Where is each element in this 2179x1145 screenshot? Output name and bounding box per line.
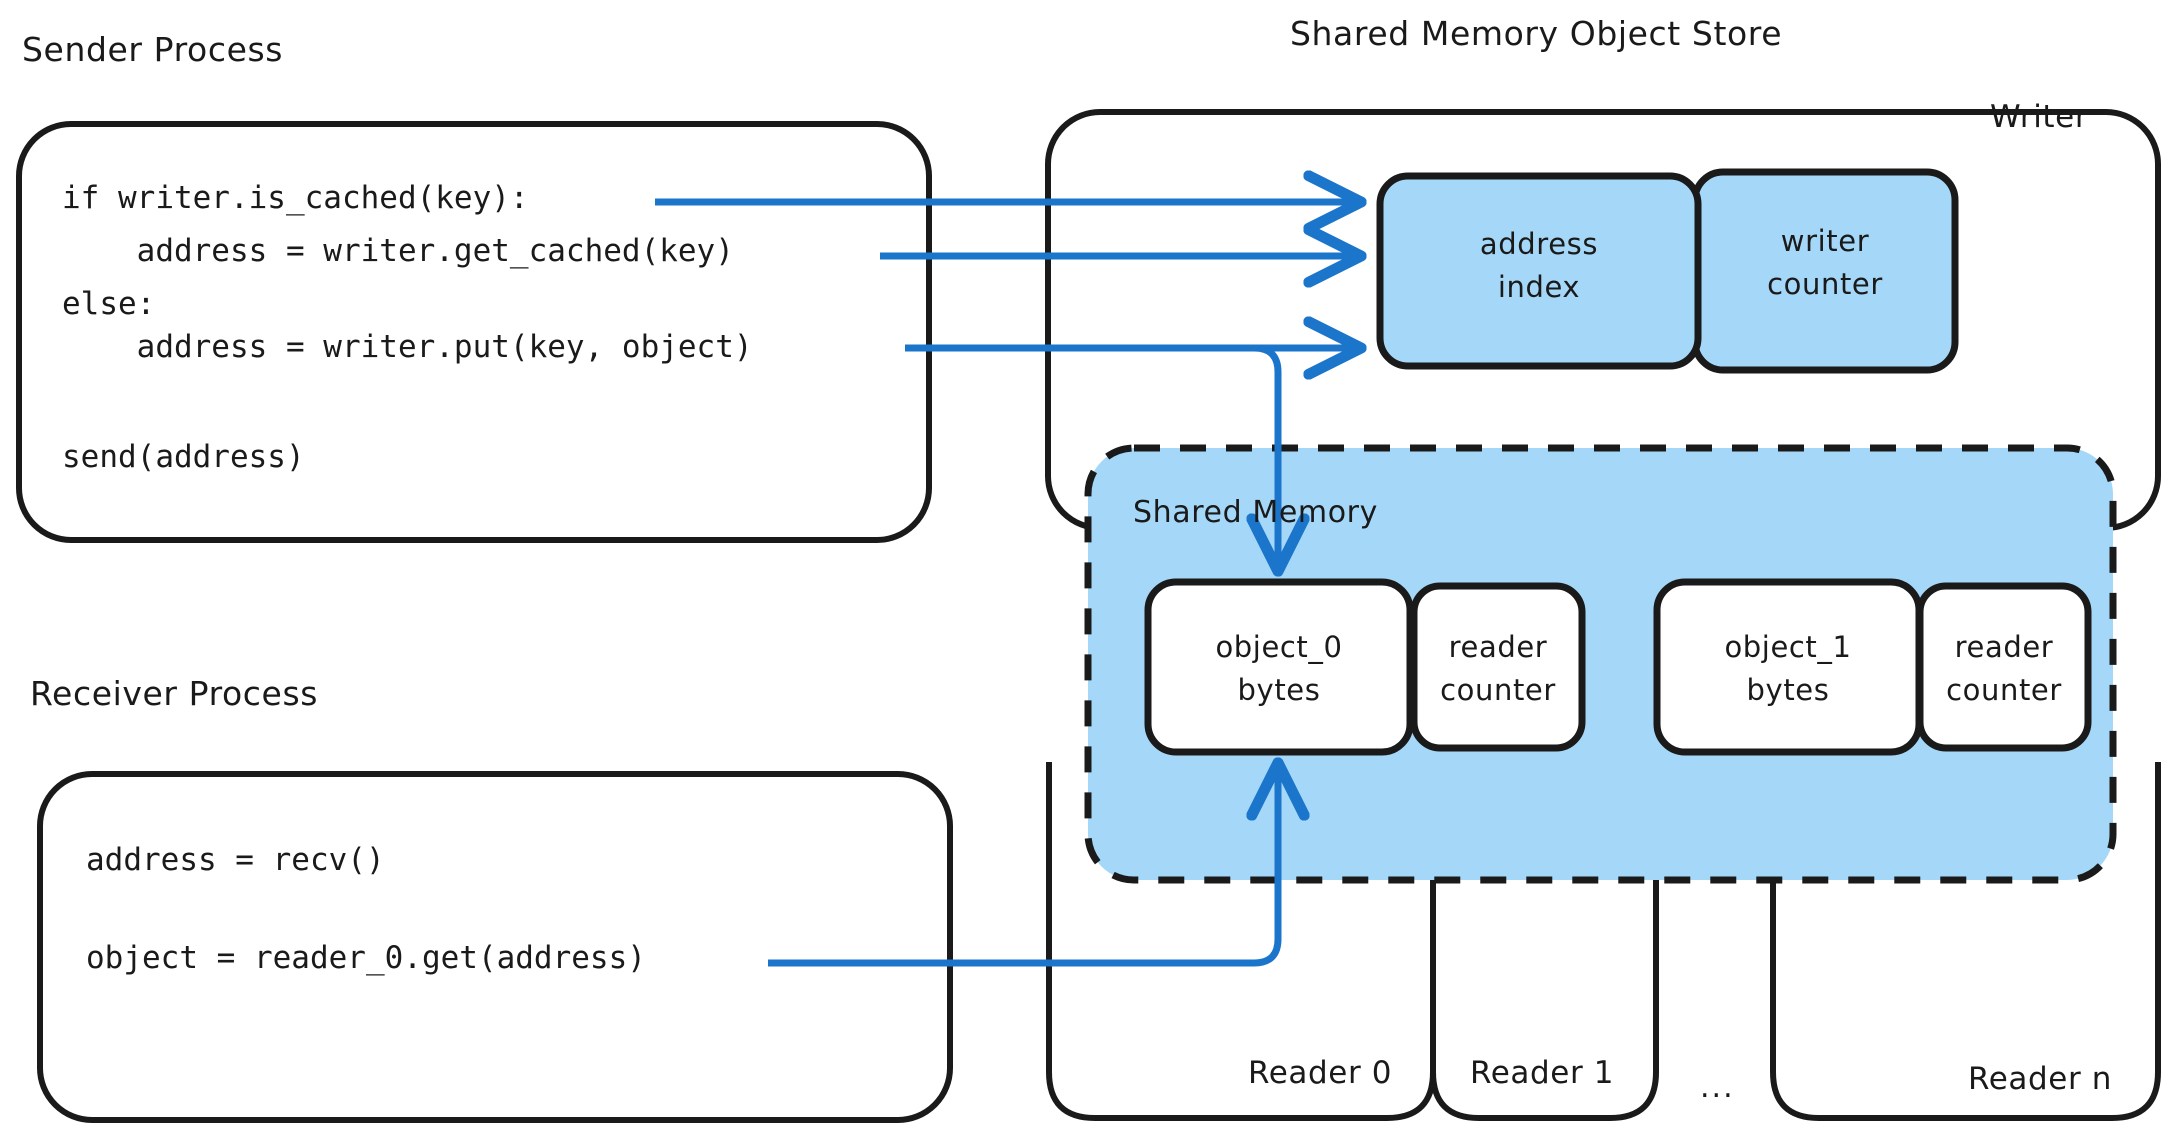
address-index-label-line1: address — [1479, 227, 1599, 261]
reader-counter-0-label-line1: reader — [1448, 630, 1548, 664]
sender-code-line-3: address = writer.put(key, object) — [62, 329, 753, 365]
reader-counter-node-1 — [1916, 582, 2092, 752]
sender-process-title: Sender Process — [22, 30, 284, 69]
shared-memory-slot-1 — [1653, 578, 2092, 756]
receiver-code-line-2: object = reader_0.get(address) — [86, 940, 646, 976]
reader-ellipsis: ... — [1700, 1070, 1735, 1105]
address-index-node — [1376, 172, 1702, 370]
store-title: Shared Memory Object Store — [1290, 14, 1783, 53]
receiver-process-title: Receiver Process — [30, 674, 319, 713]
writer-node-group — [1376, 168, 1959, 374]
object-1-label-line2: bytes — [1746, 673, 1830, 707]
reader-n-label: Reader n — [1968, 1061, 2113, 1097]
object-0-bytes-node — [1144, 578, 1414, 756]
reader-counter-0-label-line2: counter — [1440, 673, 1556, 707]
writer-counter-label-line1: writer — [1780, 224, 1870, 258]
writer-counter-label-line2: counter — [1767, 267, 1883, 301]
arrow-reader-get-to-object-0 — [768, 768, 1278, 967]
shared-memory-slot-0 — [1144, 578, 1586, 756]
object-1-label-line1: object_1 — [1724, 630, 1852, 664]
address-index-label-line2: index — [1497, 270, 1581, 304]
receiver-process-box — [37, 771, 953, 1123]
shared-memory-region — [1084, 444, 2117, 884]
object-0-label-line2: bytes — [1237, 673, 1321, 707]
reader-counter-1-label-line2: counter — [1946, 673, 2062, 707]
writer-label: Writer — [1990, 99, 2089, 135]
reader-counter-node-0 — [1410, 582, 1586, 752]
reader-1-label: Reader 1 — [1470, 1055, 1615, 1091]
shared-memory-label: Shared Memory — [1133, 495, 1378, 530]
sender-code-line-0: if writer.is_cached(key): — [62, 180, 529, 216]
sender-process-box — [16, 121, 932, 543]
receiver-code-line-0: address = recv() — [86, 842, 385, 878]
sender-code-line-2: else: — [62, 286, 156, 322]
sender-code-line-1: address = writer.get_cached(key) — [62, 233, 734, 269]
sender-code-line-5: send(address) — [62, 439, 305, 475]
object-0-label-line1: object_0 — [1215, 630, 1343, 664]
reader-0-label: Reader 0 — [1248, 1055, 1393, 1091]
arrow-put-branch-to-object-0 — [1254, 344, 1278, 566]
reader-counter-1-label-line1: reader — [1954, 630, 2054, 664]
